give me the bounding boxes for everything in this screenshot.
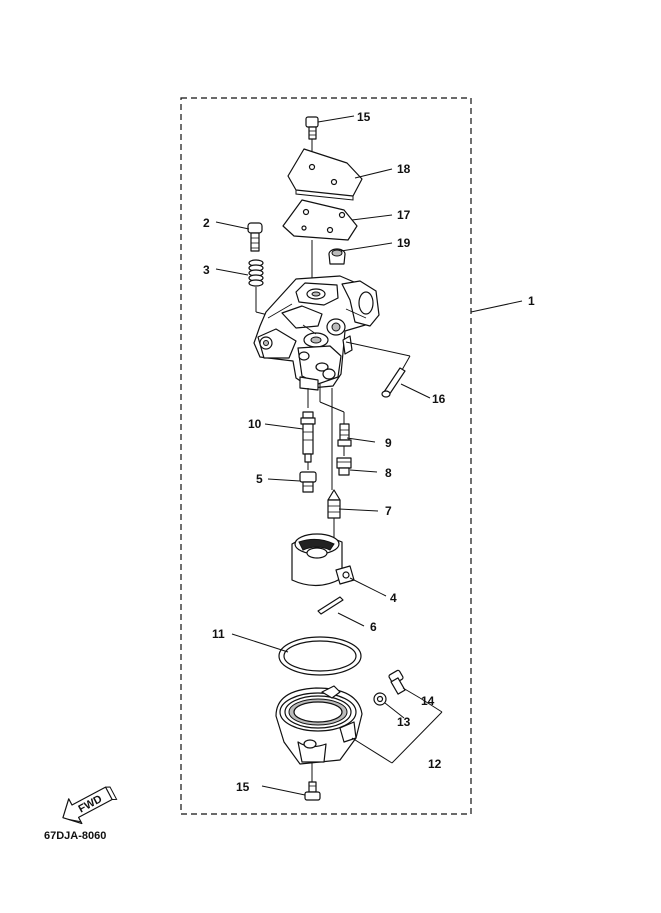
part-2-screw [247, 222, 263, 252]
callout-5: 5 [256, 472, 263, 486]
part-10-nozzle [300, 411, 316, 463]
part-11-o-ring [278, 636, 362, 676]
callouts: 15 18 17 19 2 3 1 16 10 9 8 5 7 4 6 11 1… [203, 110, 535, 794]
callout-6: 6 [370, 620, 377, 634]
part-15-bottom-screw [304, 781, 321, 801]
part-5-main-jet [299, 471, 317, 493]
callout-3: 3 [203, 263, 210, 277]
callout-15-bottom: 15 [236, 780, 250, 794]
assembly-boundary [180, 97, 472, 815]
part-1-carburetor-body [253, 275, 380, 391]
part-16-pin [381, 367, 406, 398]
part-19-plug [328, 248, 346, 265]
callout-18: 18 [397, 162, 411, 176]
callout-11: 11 [212, 627, 225, 641]
callout-15-top: 15 [357, 110, 371, 124]
callout-2: 2 [203, 216, 210, 230]
part-3-spring [248, 259, 264, 287]
callout-10: 10 [248, 417, 262, 431]
callout-4: 4 [390, 591, 397, 605]
callout-8: 8 [385, 466, 392, 480]
callout-17: 17 [397, 208, 411, 222]
callout-16: 16 [432, 392, 446, 406]
part-8-valve-seat [336, 457, 352, 476]
part-14-drain-screw [388, 669, 406, 695]
drawing-code: 67DJA-8060 [44, 830, 106, 842]
fwd-arrow-icon: FWD [62, 786, 118, 825]
part-6-float-pin [317, 596, 344, 615]
fwd-label: FWD [76, 793, 104, 815]
part-9-pilot-jet [337, 423, 352, 447]
part-12-float-chamber [275, 685, 363, 765]
part-7-needle-valve [327, 489, 341, 519]
callout-7: 7 [385, 504, 392, 518]
callout-9: 9 [385, 436, 392, 450]
callout-14: 14 [421, 694, 435, 708]
callout-19: 19 [397, 236, 411, 250]
part-17-gasket [282, 199, 358, 241]
part-13-washer [373, 692, 387, 706]
part-18-cover-plate [287, 148, 363, 201]
callout-1: 1 [528, 294, 535, 308]
part-15-top-screw [305, 116, 319, 140]
callout-12: 12 [428, 757, 442, 771]
leader-lines [215, 115, 523, 796]
part-4-float [291, 533, 355, 587]
callout-13: 13 [397, 715, 411, 729]
